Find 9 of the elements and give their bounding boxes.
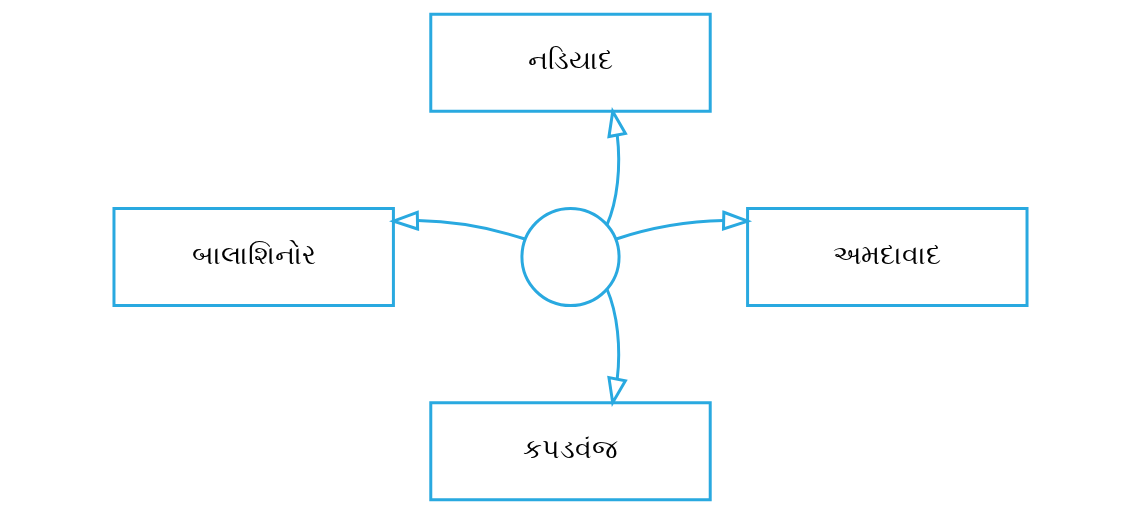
arrow [605,107,628,226]
node-box: નડિયાદ [428,12,712,113]
arrow [615,210,752,241]
node-box: બાલાશિનોર [112,206,395,308]
node-circle [519,206,621,308]
node-box: અમદાવાદ [745,206,1028,308]
node-box: કપડવંજ [428,401,712,502]
arrow [388,210,525,241]
arrow [605,288,628,408]
